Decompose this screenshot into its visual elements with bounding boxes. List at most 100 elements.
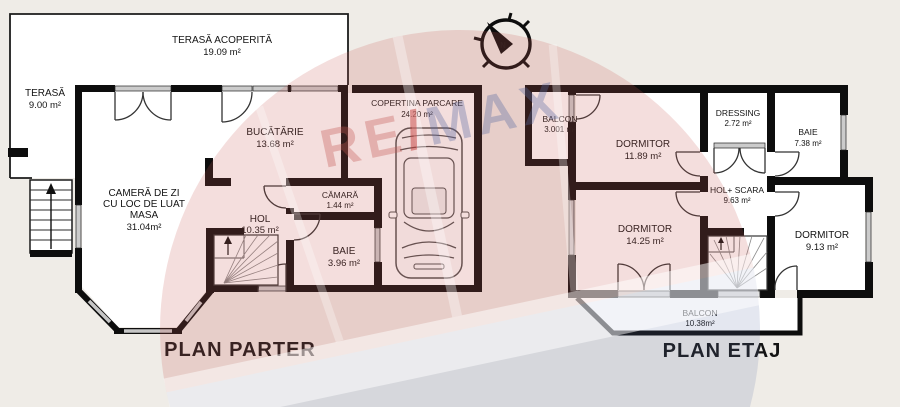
room-label-terasa: TERASĂ bbox=[25, 86, 65, 99]
etaj-floor bbox=[576, 93, 865, 290]
exterior-stairs bbox=[29, 179, 73, 257]
room-label-camera-de-zi-3: MASA bbox=[130, 210, 159, 221]
dormitor1-door bbox=[675, 151, 701, 177]
dormitor-divider-wall bbox=[568, 182, 708, 190]
room-area-bucatarie: 13.68 m² bbox=[256, 139, 294, 150]
dormitor2-balcony-sill bbox=[617, 290, 671, 298]
room-label-dormitor2: DORMITOR bbox=[618, 224, 672, 235]
stair-window-sill bbox=[717, 290, 761, 298]
room-area-terasa: 9.00 m² bbox=[29, 100, 61, 111]
stair-top-wall bbox=[700, 228, 744, 236]
room-label-dormitor3: DORMITOR bbox=[795, 230, 849, 241]
room-label-camera-de-zi-2: CU LOC DE LUAT bbox=[103, 199, 185, 210]
wall-bottom-right bbox=[286, 285, 482, 292]
compass-north-label: N bbox=[500, 41, 506, 50]
room-label-balcon-mic: BALCON bbox=[543, 114, 578, 124]
wall-right bbox=[341, 85, 348, 186]
hall-left-wall bbox=[700, 216, 708, 292]
room-label-copertina: COPERTINA PARCARE bbox=[371, 98, 463, 108]
camara-door bbox=[263, 185, 287, 209]
compass-icon: N bbox=[473, 12, 532, 70]
etaj-stairs bbox=[707, 235, 768, 291]
plan-etaj-title: PLAN ETAJ bbox=[663, 340, 782, 362]
kitchen-terrace-door bbox=[221, 91, 253, 123]
terrace-outline bbox=[9, 13, 349, 178]
baie-etaj-door bbox=[774, 151, 800, 177]
kitchen-window-2 bbox=[290, 85, 339, 92]
room-area-hol: 10.35 m² bbox=[241, 225, 279, 236]
room-area-hol-scara: 9.63 m² bbox=[723, 196, 750, 205]
room-area-camera-de-zi: 31.04m² bbox=[127, 222, 162, 233]
wall-top bbox=[75, 85, 348, 92]
etaj-wall-bottom bbox=[797, 290, 873, 298]
room-label-camera-de-zi-1: CAMERĂ DE ZI bbox=[108, 186, 179, 199]
compass-needle bbox=[487, 22, 513, 54]
room-area-camara: 1.44 m² bbox=[326, 201, 353, 210]
room-area-terasa-acoperita: 19.09 m² bbox=[203, 47, 241, 58]
balcon-mic-left bbox=[525, 85, 532, 166]
french-door-terrace bbox=[114, 91, 172, 121]
hall-wall bbox=[206, 228, 214, 293]
wall-bottom-left bbox=[210, 285, 258, 292]
etaj-wall-top bbox=[568, 85, 848, 93]
room-label-baie-etaj: BAIE bbox=[798, 127, 818, 137]
dormitor3-window bbox=[865, 211, 872, 263]
terrace-wall-stub bbox=[8, 148, 28, 157]
living-window-left bbox=[75, 204, 82, 249]
carport-right-wall bbox=[474, 85, 482, 292]
stair-wall-stub bbox=[206, 228, 244, 236]
room-area-baie: 3.96 m² bbox=[328, 258, 360, 269]
dressing-double-door bbox=[713, 147, 766, 174]
room-label-hol-scara: HOL+ SCARA bbox=[710, 185, 764, 195]
room-area-dormitor3: 9.13 m² bbox=[806, 242, 838, 253]
balcon-mic-door bbox=[575, 94, 601, 120]
balcon-mic-floor bbox=[532, 92, 572, 160]
kitchen-window-1 bbox=[252, 85, 289, 92]
room-label-camara: CĂMARĂ bbox=[322, 190, 359, 200]
baie-etaj-window bbox=[840, 114, 847, 151]
room-area-balcon-mare: 10.38m² bbox=[685, 319, 715, 328]
camara-baie-left-wall bbox=[286, 240, 294, 292]
wall-left-upper bbox=[75, 85, 82, 205]
kitchen-wall-stub-v bbox=[205, 158, 213, 186]
etaj-right-wall-lower bbox=[865, 262, 873, 298]
room-label-baie: BAIE bbox=[333, 246, 356, 257]
hall-right-wall bbox=[767, 216, 775, 292]
entrance-sill bbox=[257, 285, 287, 292]
plan-parter: TERASĂ ACOPERITĂ 19.09 m² TERASĂ 9.00 m²… bbox=[8, 13, 482, 361]
kitchen-wall-stub-h bbox=[205, 178, 231, 186]
room-label-dormitor1: DORMITOR bbox=[616, 139, 670, 150]
dressing-door-sill bbox=[713, 142, 766, 149]
balcon-mic-top bbox=[525, 85, 575, 92]
room-area-dressing: 2.72 m² bbox=[724, 119, 751, 128]
plan-parter-title: PLAN PARTER bbox=[164, 339, 316, 361]
plan-etaj: BALCON 3.001 m² DORMITOR 11.89 m² DRESSI… bbox=[525, 85, 873, 362]
camara-baie-divider bbox=[294, 212, 374, 220]
room-label-dressing: DRESSING bbox=[716, 108, 760, 118]
interior-stairs bbox=[213, 234, 279, 286]
room-area-dormitor2: 14.25 m² bbox=[626, 236, 664, 247]
room-label-terasa-acoperita: TERASĂ ACOPERITĂ bbox=[172, 33, 272, 46]
room-area-dormitor1: 11.89 m² bbox=[625, 151, 662, 162]
dormitor3-door bbox=[774, 191, 800, 217]
car-top-view-icon bbox=[388, 127, 470, 279]
wall-left-lower bbox=[75, 248, 82, 293]
dormitor2-door bbox=[675, 191, 701, 217]
etaj-wall-left-mid bbox=[568, 122, 576, 200]
etaj-right-wall-upper bbox=[840, 150, 848, 185]
camara-top-wall bbox=[286, 178, 382, 186]
balcon-mic-door-sill bbox=[568, 94, 575, 123]
room-label-bucatarie: BUCĂTĂRIE bbox=[246, 125, 304, 138]
baie-window bbox=[374, 227, 381, 263]
window-mullion bbox=[288, 85, 291, 92]
french-door-sill bbox=[114, 85, 172, 92]
baie-door bbox=[293, 213, 321, 241]
baie-bottom-wall bbox=[775, 177, 873, 185]
room-label-balcon-mare: BALCON bbox=[683, 308, 718, 318]
kitchen-door-sill bbox=[221, 85, 253, 92]
room-label-hol: HOL bbox=[250, 214, 271, 225]
room-area-balcon-mic: 3.001 m² bbox=[544, 125, 576, 134]
dormitor2-window bbox=[568, 199, 575, 256]
